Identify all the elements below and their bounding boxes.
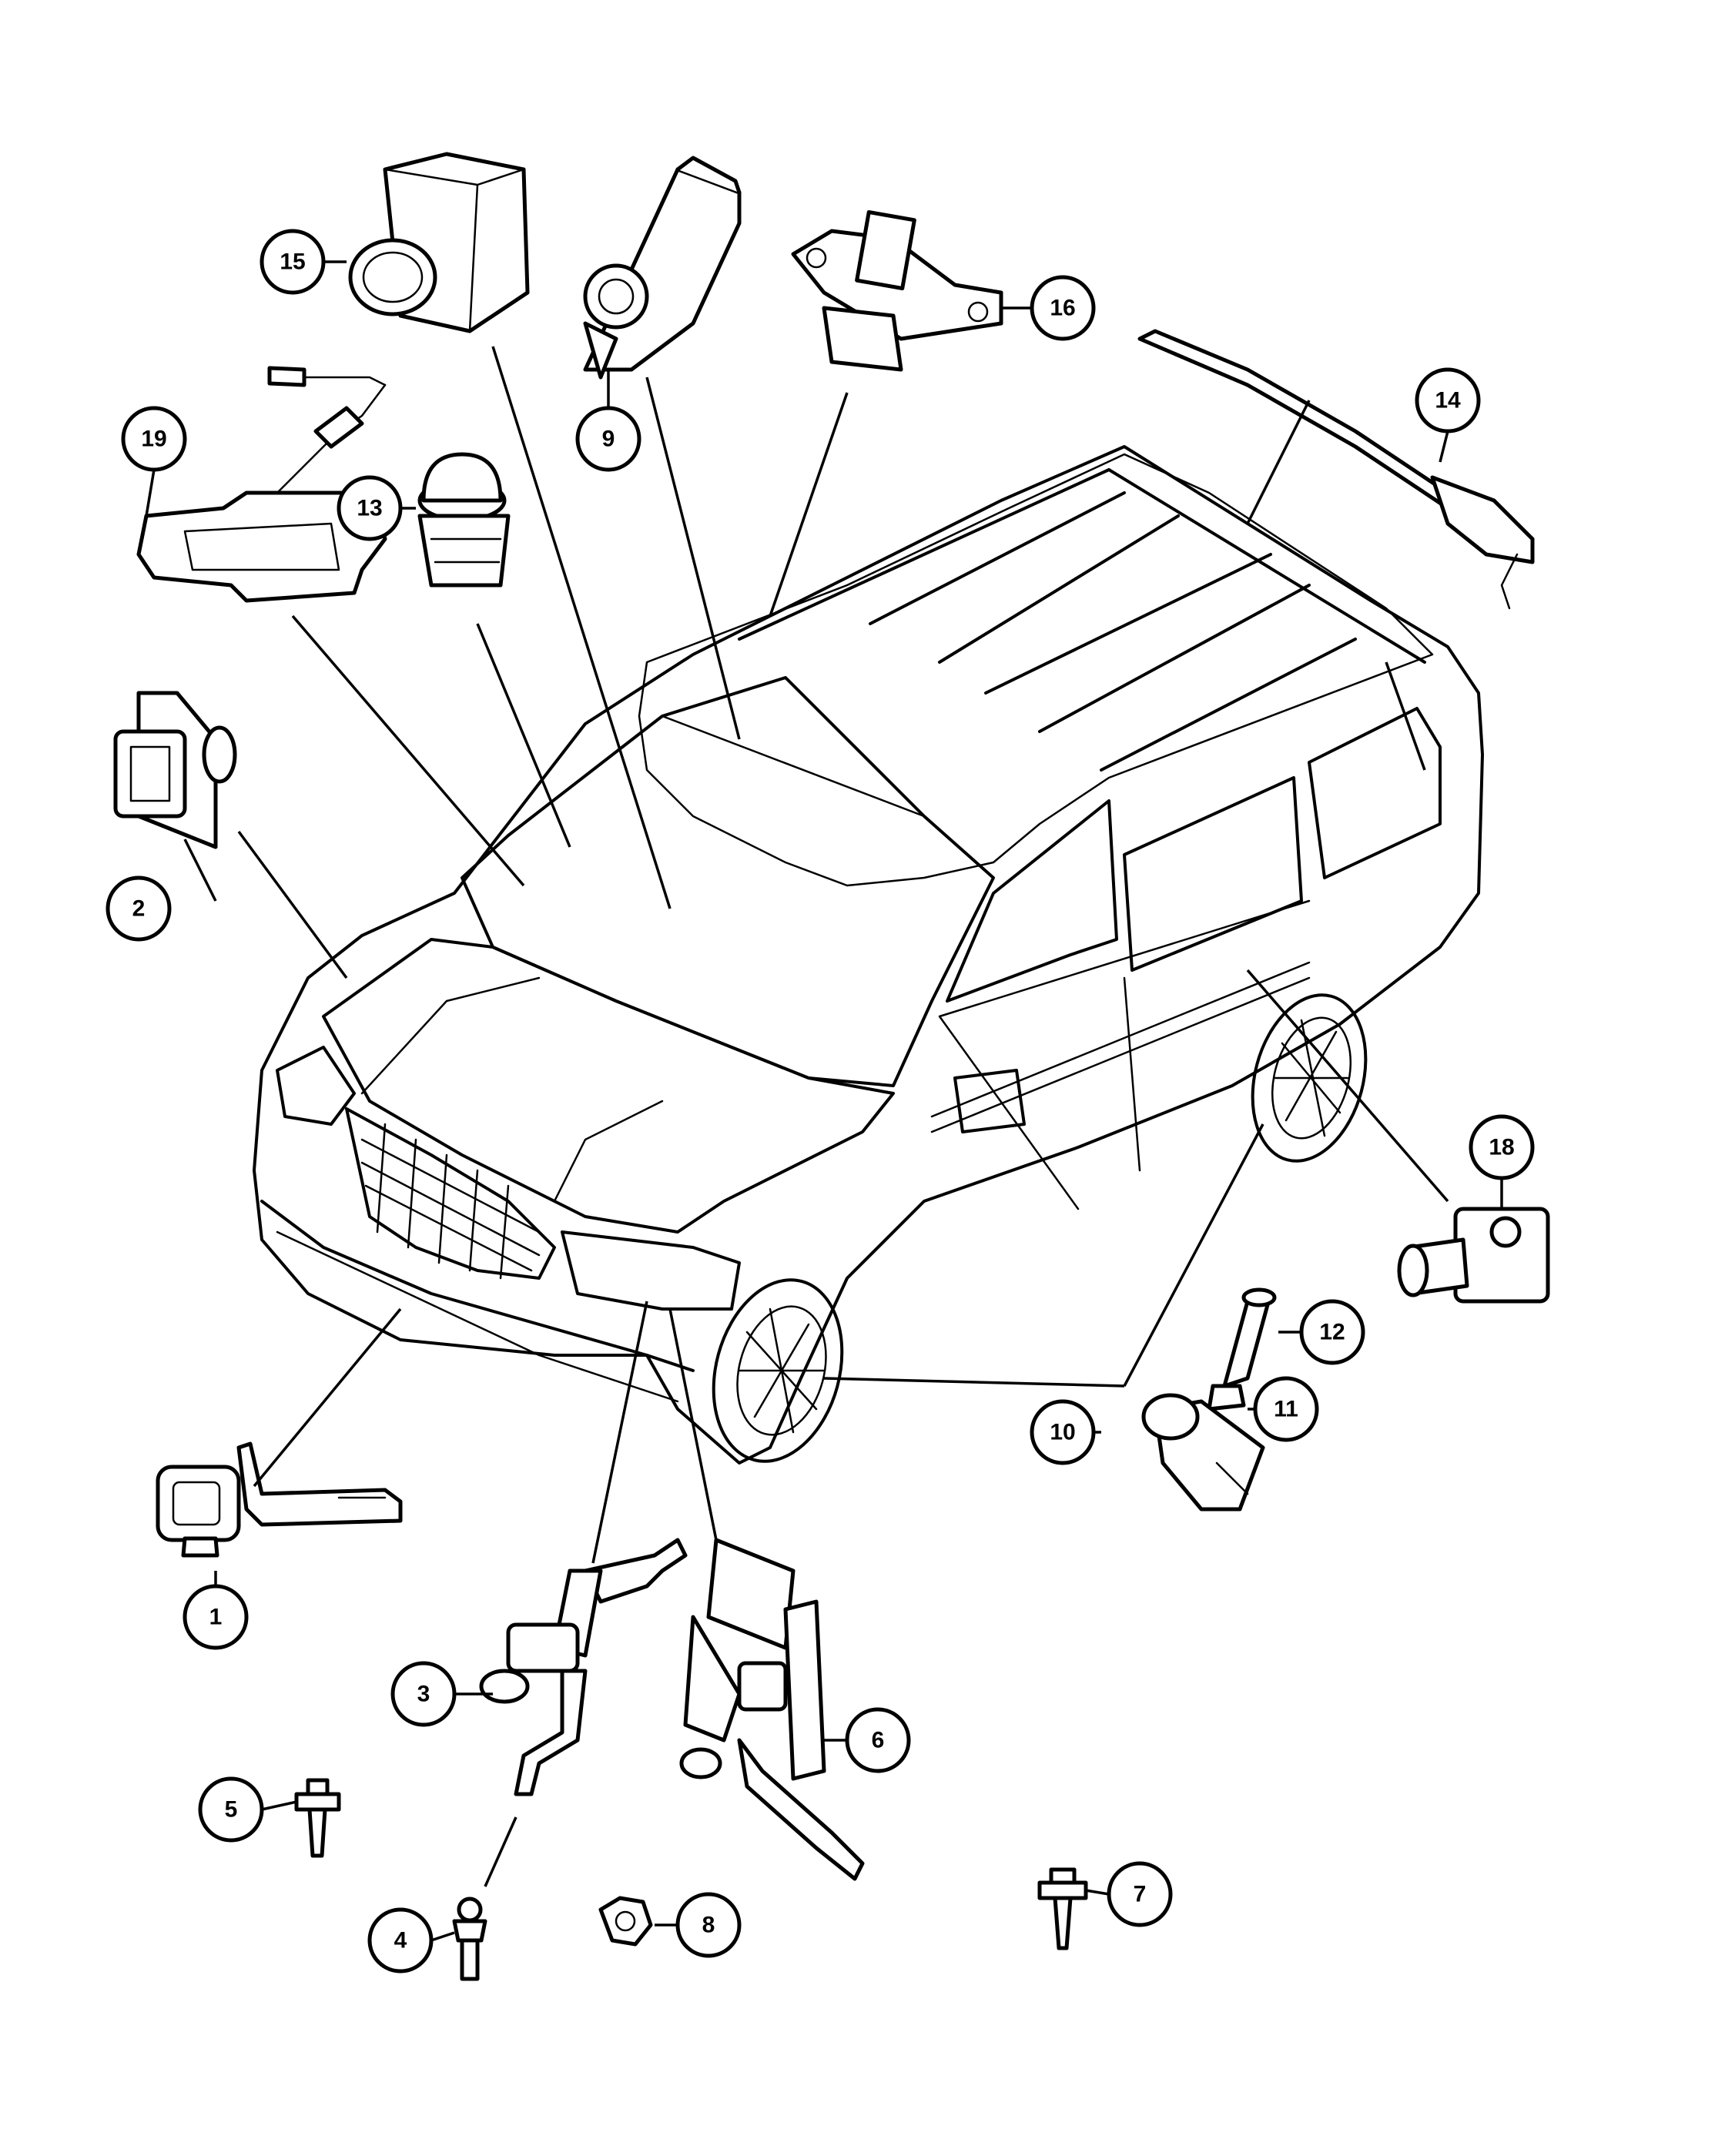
svg-text:2: 2 bbox=[132, 896, 146, 922]
svg-text:19: 19 bbox=[141, 427, 166, 452]
svg-text:6: 6 bbox=[872, 1728, 885, 1753]
callout-19: 19 bbox=[121, 406, 187, 472]
callout-14: 14 bbox=[1415, 367, 1481, 434]
leader-lines bbox=[145, 260, 1503, 1942]
part-1-sensor-bracket bbox=[156, 1441, 403, 1558]
part-8-hex-nut bbox=[598, 1896, 653, 1947]
svg-text:4: 4 bbox=[394, 1928, 407, 1953]
callout-8: 8 bbox=[675, 1892, 742, 1958]
callout-16: 16 bbox=[1030, 275, 1096, 341]
callout-1: 1 bbox=[183, 1584, 249, 1650]
callout-15: 15 bbox=[260, 229, 326, 295]
svg-text:1: 1 bbox=[209, 1605, 223, 1630]
callout-2: 2 bbox=[106, 875, 172, 942]
callout-3: 3 bbox=[390, 1661, 457, 1727]
callout-9: 9 bbox=[575, 406, 641, 472]
svg-text:12: 12 bbox=[1319, 1320, 1345, 1345]
part-15-module bbox=[348, 152, 530, 333]
part-19-seat-sensor-mat bbox=[136, 366, 387, 603]
svg-text:18: 18 bbox=[1489, 1135, 1514, 1160]
callout-6: 6 bbox=[845, 1707, 911, 1773]
minivan-illustration bbox=[253, 445, 1484, 1465]
svg-text:11: 11 bbox=[1274, 1397, 1298, 1422]
callout-18: 18 bbox=[1469, 1114, 1535, 1180]
svg-text:10: 10 bbox=[1050, 1420, 1075, 1445]
svg-text:3: 3 bbox=[417, 1682, 430, 1707]
callout-11: 11 bbox=[1253, 1376, 1319, 1442]
callout-5: 5 bbox=[198, 1776, 264, 1843]
part-10-tpms-sensor bbox=[1141, 1393, 1265, 1512]
callout-10: 10 bbox=[1030, 1399, 1096, 1465]
part-11-nut bbox=[1207, 1384, 1246, 1411]
callout-4: 4 bbox=[367, 1907, 434, 1974]
part-4-ball-stud bbox=[452, 1897, 487, 1981]
svg-text:14: 14 bbox=[1435, 388, 1461, 413]
svg-text:9: 9 bbox=[602, 427, 615, 452]
part-12-valve-stem bbox=[1222, 1287, 1277, 1388]
part-9-sensor bbox=[583, 156, 742, 380]
svg-text:8: 8 bbox=[702, 1913, 715, 1938]
part-7-bolt bbox=[1037, 1867, 1088, 1950]
svg-text:16: 16 bbox=[1050, 296, 1075, 321]
svg-text:7: 7 bbox=[1134, 1882, 1147, 1907]
callout-7: 7 bbox=[1107, 1861, 1173, 1927]
part-18-side-sensor bbox=[1397, 1207, 1550, 1304]
part-6-bracket-sensor bbox=[679, 1538, 865, 1881]
callout-12: 12 bbox=[1299, 1299, 1365, 1365]
svg-text:15: 15 bbox=[280, 249, 305, 275]
part-16-bracket-sensor bbox=[791, 209, 1003, 372]
svg-text:5: 5 bbox=[225, 1797, 238, 1823]
part-14-harness-sensor bbox=[1137, 329, 1535, 610]
svg-text:13: 13 bbox=[357, 496, 382, 521]
part-3-height-sensor bbox=[479, 1538, 688, 1796]
part-2-impact-sensor bbox=[113, 691, 237, 849]
callout-13: 13 bbox=[337, 475, 403, 541]
part-5-bolt bbox=[294, 1778, 341, 1858]
part-13-round-sensor bbox=[417, 452, 511, 588]
